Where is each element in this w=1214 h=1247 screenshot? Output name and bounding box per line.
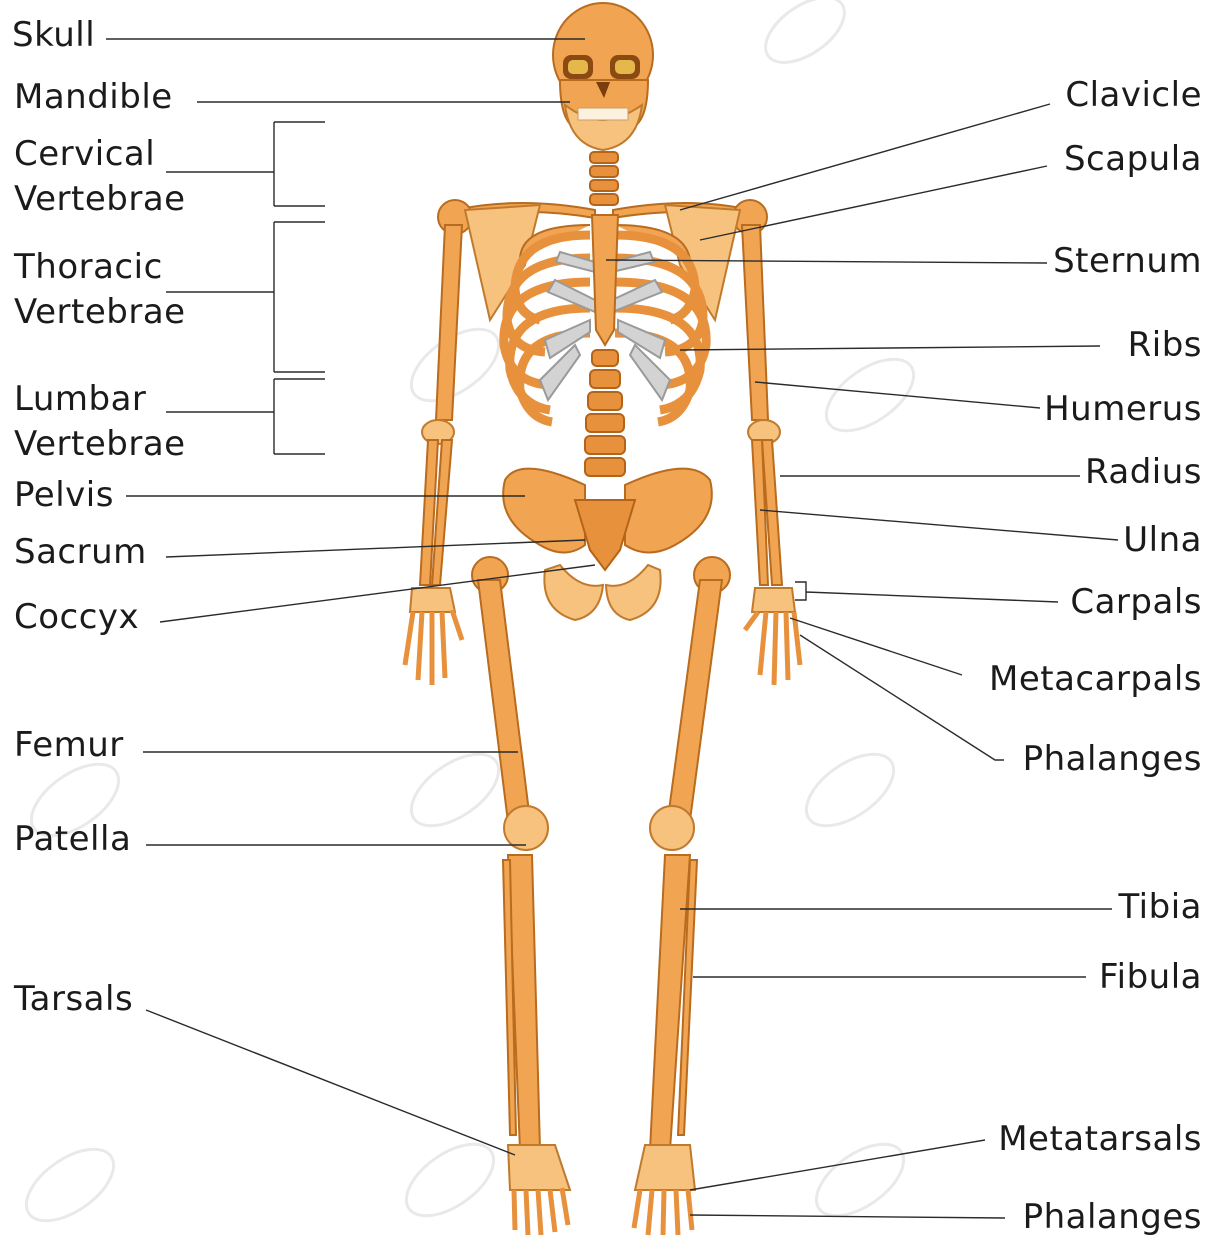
label-cervical-line2: Vertebrae — [14, 182, 186, 216]
label-coccyx: Coccyx — [14, 600, 139, 634]
label-metatarsals: Metatarsals — [998, 1122, 1202, 1156]
label-lumbar-line1: Lumbar — [14, 379, 146, 419]
label-sacrum: Sacrum — [14, 535, 147, 569]
label-humerus: Humerus — [1044, 392, 1202, 426]
label-sternum: Sternum — [1053, 244, 1202, 278]
label-thoracic-line2: Vertebrae — [14, 295, 186, 329]
label-clavicle: Clavicle — [1065, 78, 1202, 112]
pelvis-shape — [503, 469, 712, 620]
label-fibula: Fibula — [1099, 960, 1202, 994]
label-skull: Skull — [12, 18, 95, 52]
label-lumbar-line2: Vertebrae — [14, 427, 186, 461]
label-carpals: Carpals — [1070, 585, 1202, 619]
right-arm — [742, 225, 800, 685]
label-cervical-line1: Cervical — [14, 134, 155, 174]
label-phalanges-hand: Phalanges — [1023, 742, 1202, 776]
label-pelvis: Pelvis — [14, 478, 114, 512]
label-mandible: Mandible — [14, 80, 173, 114]
left-leg — [472, 557, 570, 1235]
label-metacarpals: Metacarpals — [989, 662, 1202, 696]
label-femur: Femur — [14, 728, 124, 762]
label-thoracic-vertebrae: Thoracic Vertebrae — [14, 250, 186, 329]
label-ribs: Ribs — [1128, 328, 1202, 362]
label-radius: Radius — [1085, 455, 1202, 489]
patella-shape — [504, 806, 548, 850]
label-patella: Patella — [14, 822, 131, 856]
label-lumbar-vertebrae: Lumbar Vertebrae — [14, 382, 186, 461]
label-ulna: Ulna — [1123, 523, 1202, 557]
spine — [585, 350, 625, 476]
label-tarsals: Tarsals — [14, 982, 133, 1016]
skeleton — [405, 3, 800, 1235]
left-arm — [405, 225, 462, 685]
label-scapula: Scapula — [1064, 142, 1202, 176]
label-cervical-vertebrae: Cervical Vertebrae — [14, 137, 186, 216]
label-phalanges-foot: Phalanges — [1023, 1200, 1202, 1234]
label-tibia: Tibia — [1118, 890, 1202, 924]
cervical-spine — [590, 152, 618, 205]
label-thoracic-line1: Thoracic — [14, 247, 163, 287]
sternum-shape — [592, 215, 618, 345]
right-leg — [634, 557, 730, 1235]
